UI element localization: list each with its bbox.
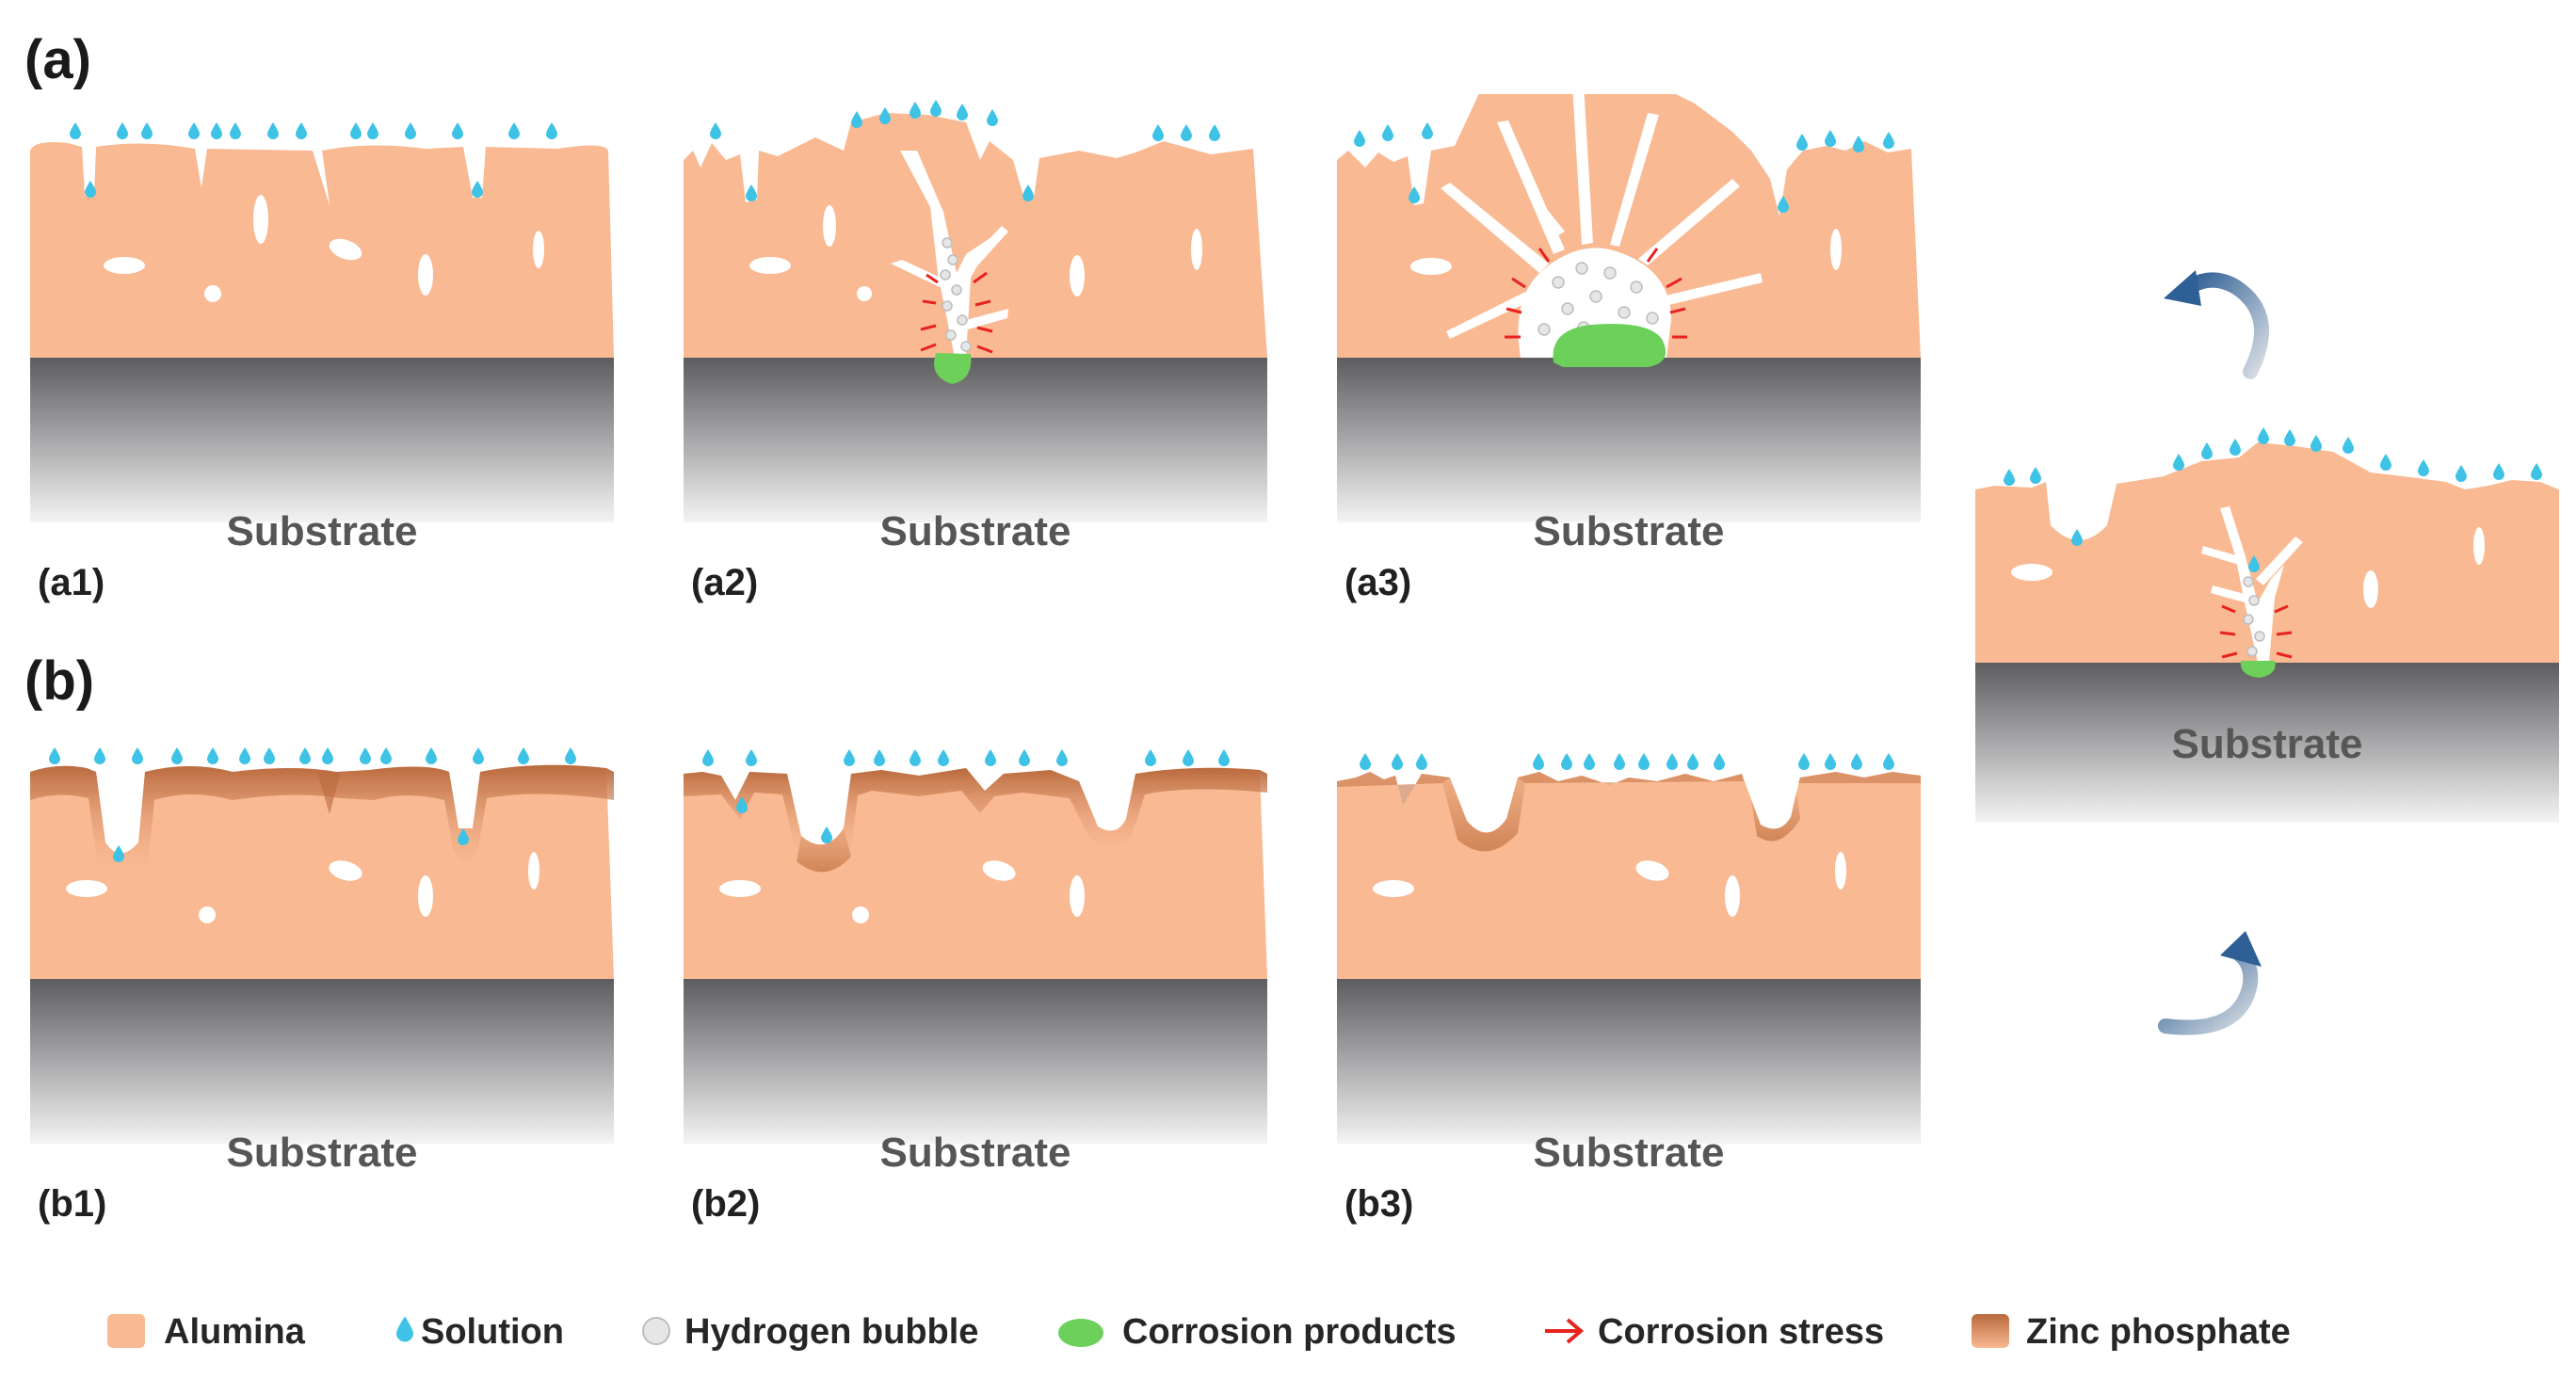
substrate-layer: [684, 979, 1267, 1144]
corrosion-product: [934, 353, 972, 384]
substrate-label: Substrate: [1533, 508, 1725, 554]
substrate-layer: [1337, 358, 1921, 522]
zinc-phosphate-layer: [1337, 772, 1921, 806]
legend-label-solution: Solution: [421, 1312, 564, 1352]
legend-label-hydrogen-bubble: Hydrogen bubble: [684, 1312, 979, 1352]
legend-label-alumina: Alumina: [164, 1312, 305, 1352]
hydrogen-bubbles: [2243, 576, 2265, 657]
hydrogen-bubble-icon: [642, 1317, 670, 1345]
alumina-layer: [1975, 442, 2559, 663]
alumina-layer: [1337, 772, 1921, 979]
legend-label-corrosion-stress: Corrosion stress: [1598, 1312, 1885, 1352]
panel-a3: Substrate (a3): [1337, 94, 1921, 621]
corrosion-product: [2240, 661, 2276, 678]
legend: Alumina Solution Hydrogen bubble Corrosi…: [104, 1299, 2514, 1365]
panel-intermediate: Substrate: [1975, 414, 2559, 828]
cycle-arrow-up-icon: [2164, 270, 2269, 379]
alumina-layer: [684, 113, 1267, 358]
panel-label-a2: (a2): [691, 562, 759, 603]
zinc-phosphate-layer: [30, 764, 614, 880]
panel-b3: Substrate (b3): [1337, 715, 1921, 1243]
panel-label-a1: (a1): [38, 562, 105, 603]
corrosion-products-icon: [1058, 1319, 1103, 1347]
panel-label-b1: (b1): [38, 1183, 107, 1225]
corrosion-stress-arrows: [1505, 248, 1687, 339]
substrate-layer: [30, 358, 614, 522]
zinc-phosphate-layer: [684, 767, 1267, 861]
group-a-label: (a): [24, 29, 91, 90]
panel-a2: Substrate (a2): [684, 94, 1267, 621]
legend-label-corrosion-products: Corrosion products: [1122, 1312, 1457, 1352]
solution-droplets: [1360, 753, 1894, 770]
group-b-label: (b): [24, 650, 95, 712]
substrate-label: Substrate: [2171, 721, 2363, 767]
cycle-arrow-down-icon: [2158, 931, 2262, 1035]
panel-b1: Substrate (b1): [30, 715, 614, 1243]
alumina-layer: [1337, 94, 1921, 358]
corrosion-stress-arrows: [920, 271, 993, 354]
legend-label-zinc-phosphate: Zinc phosphate: [2026, 1312, 2291, 1352]
substrate-label: Substrate: [1533, 1130, 1725, 1176]
solution-drop-icon: [396, 1316, 413, 1342]
substrate-layer: [30, 979, 614, 1144]
corrosion-stress-arrow-icon: [1545, 1318, 1585, 1344]
panel-label-b2: (b2): [691, 1183, 761, 1225]
alumina-layer: [684, 767, 1267, 979]
alumina-layer: [30, 142, 614, 358]
substrate-label: Substrate: [879, 1130, 1071, 1176]
substrate-layer: [1337, 979, 1921, 1144]
zinc-phosphate-swatch-icon: [1972, 1314, 2009, 1348]
corrosion-stress-arrows: [2219, 604, 2293, 659]
alumina-swatch-icon: [107, 1314, 145, 1348]
panel-label-b3: (b3): [1344, 1183, 1414, 1225]
substrate-label: Substrate: [879, 508, 1071, 554]
panel-a1: Substrate (a1): [30, 94, 614, 621]
hydrogen-bubbles: [940, 237, 972, 352]
substrate-label: Substrate: [226, 508, 418, 554]
panel-b2: Substrate (b2): [684, 715, 1267, 1243]
substrate-layer: [1975, 663, 2559, 823]
substrate-label: Substrate: [226, 1130, 418, 1176]
alumina-layer: [30, 764, 614, 979]
corrosion-product: [1553, 324, 1666, 367]
substrate-layer: [684, 358, 1267, 522]
panel-label-a3: (a3): [1344, 562, 1412, 603]
